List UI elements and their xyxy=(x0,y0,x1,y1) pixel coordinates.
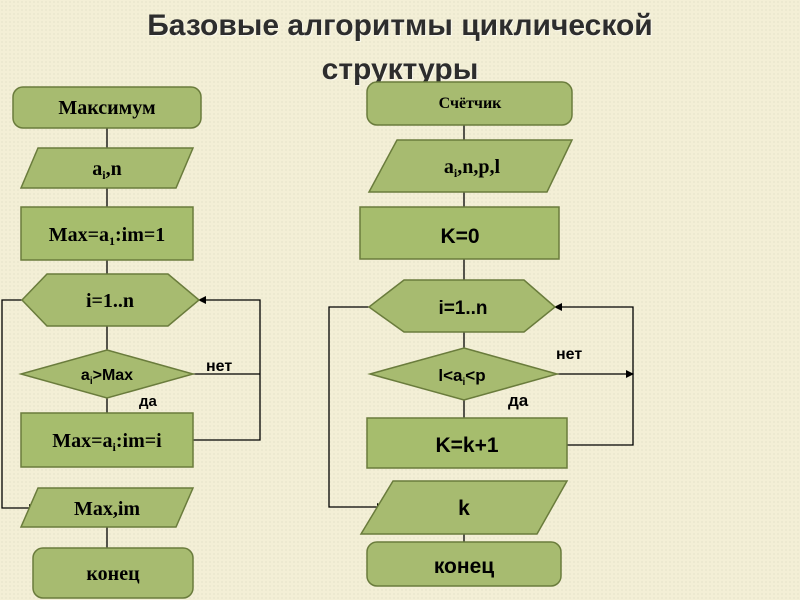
output-label: k xyxy=(458,497,470,520)
condition-label: ai>Max xyxy=(81,367,133,387)
init-subscript: 1 xyxy=(109,234,115,248)
loop-back-line xyxy=(554,303,634,446)
yes-label: да xyxy=(508,391,529,410)
input-rest: ,n,p,l xyxy=(457,156,500,178)
init-rest: :im=1 xyxy=(115,224,165,246)
end-terminal xyxy=(366,541,562,587)
assign-process xyxy=(20,412,194,468)
condition-rest: >Max xyxy=(93,367,134,384)
start-terminal xyxy=(12,86,202,129)
init-label: K=0 xyxy=(440,225,479,248)
start-terminal xyxy=(366,81,573,126)
condition-rest: <p xyxy=(465,366,485,385)
condition-var: l<a xyxy=(438,366,463,385)
loop-label: i=1..n xyxy=(86,290,134,312)
start-label: Максимум xyxy=(58,97,155,119)
slide-title: Базовые алгоритмы циклической структуры xyxy=(0,4,800,92)
no-label: нет xyxy=(556,346,582,363)
loop-hexagon xyxy=(20,273,201,327)
input-label: ai,n xyxy=(92,158,121,182)
right-flowchart: Счётчик ai,n,p,l K=0 i=1..n l<ai<p нет д… xyxy=(328,81,634,587)
start-label: Счётчик xyxy=(439,95,503,112)
end-label: конец xyxy=(434,555,494,578)
condition-subscript: i xyxy=(90,376,93,387)
loop-hexagon xyxy=(367,279,557,333)
init-var: Max=a xyxy=(49,224,109,246)
condition-diamond xyxy=(18,349,196,399)
input-label: ai,n,p,l xyxy=(444,156,501,180)
yes-label: да xyxy=(139,393,158,410)
end-label: конец xyxy=(86,563,140,585)
input-subscript: i xyxy=(102,168,106,182)
input-var: a xyxy=(92,158,102,180)
init-label: Max=a1:im=1 xyxy=(49,224,166,248)
title-line-1: Базовые алгоритмы циклической xyxy=(147,9,653,42)
assign-label: Max=ai:im=i xyxy=(52,430,162,454)
assign-var: Max=a xyxy=(52,430,112,452)
no-label: нет xyxy=(206,358,232,375)
condition-label: l<ai<p xyxy=(438,366,485,388)
left-flowchart: Максимум ai,n Max=a1:im=1 i=1..n ai>Max … xyxy=(1,86,261,599)
condition-diamond xyxy=(367,347,560,401)
end-terminal xyxy=(32,547,194,599)
init-process xyxy=(359,206,560,260)
output-label: Max,im xyxy=(74,498,140,520)
assign-rest: :im=i xyxy=(116,430,162,452)
input-parallelogram xyxy=(19,147,195,189)
init-process xyxy=(20,206,194,261)
increment-label: K=k+1 xyxy=(435,434,498,457)
loop-back-line xyxy=(193,296,261,441)
assign-subscript: i xyxy=(113,440,117,454)
input-rest: ,n xyxy=(106,158,122,180)
input-parallelogram xyxy=(367,139,574,193)
loop-exit-line xyxy=(328,306,385,511)
increment-process xyxy=(366,417,568,469)
condition-subscript: i xyxy=(463,377,466,388)
input-subscript: i xyxy=(454,166,458,180)
output-parallelogram xyxy=(359,480,569,535)
condition-var: a xyxy=(81,367,90,384)
title-line-2: структуры xyxy=(321,53,479,86)
loop-exit-line xyxy=(1,299,37,512)
input-var: a xyxy=(444,156,454,178)
output-parallelogram xyxy=(19,487,195,528)
loop-label: i=1..n xyxy=(438,298,487,319)
